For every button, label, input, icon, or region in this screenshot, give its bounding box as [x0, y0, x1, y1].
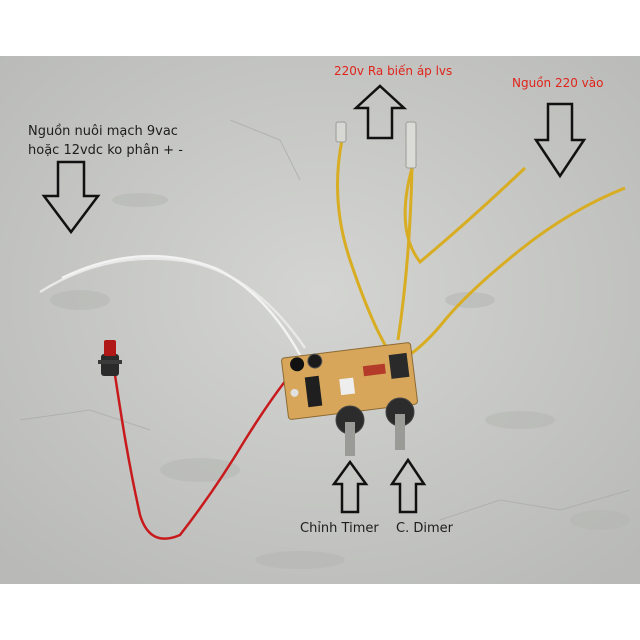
spade-terminal-1 — [335, 121, 347, 143]
timer-label: Chỉnh Timer — [300, 521, 379, 536]
capacitor — [307, 353, 323, 369]
arrow-down-icon — [533, 102, 587, 179]
yellow-wire-in-1 — [404, 186, 626, 360]
arrow-up-icon — [389, 457, 427, 514]
yellow-wire-in-2 — [396, 167, 414, 341]
white-wire-1 — [39, 257, 307, 349]
white-wire-2 — [61, 254, 302, 356]
triac — [388, 352, 410, 379]
spade-terminal-2 — [405, 121, 417, 169]
arrow-up-icon — [331, 459, 369, 514]
red-wire — [113, 374, 291, 540]
concrete-surface — [0, 56, 640, 584]
arrow-down-icon — [41, 160, 101, 235]
surface-texture — [50, 193, 630, 569]
power-supply-label: Nguồn nuôi mạch 9vac — [28, 124, 178, 139]
circuit-photo — [0, 56, 640, 584]
arrow-up-icon — [352, 84, 408, 140]
push-button — [98, 340, 122, 376]
output-label: 220v Ra biến áp lvs — [334, 64, 453, 78]
dimer-label: C. Dimer — [396, 521, 453, 536]
ic-chip — [304, 375, 323, 408]
yellow-wire-out-2 — [403, 166, 527, 265]
yellow-wire-out-1 — [336, 139, 390, 351]
pot-timer — [335, 405, 365, 456]
input-label: Nguồn 220 vào — [512, 76, 604, 90]
surface-cracks — [19, 119, 631, 521]
pot-dimer — [385, 397, 415, 450]
pcb-board — [281, 342, 418, 420]
relay-block — [339, 377, 356, 396]
power-supply-label-line2: hoặc 12vdc ko phân + - — [28, 143, 183, 158]
